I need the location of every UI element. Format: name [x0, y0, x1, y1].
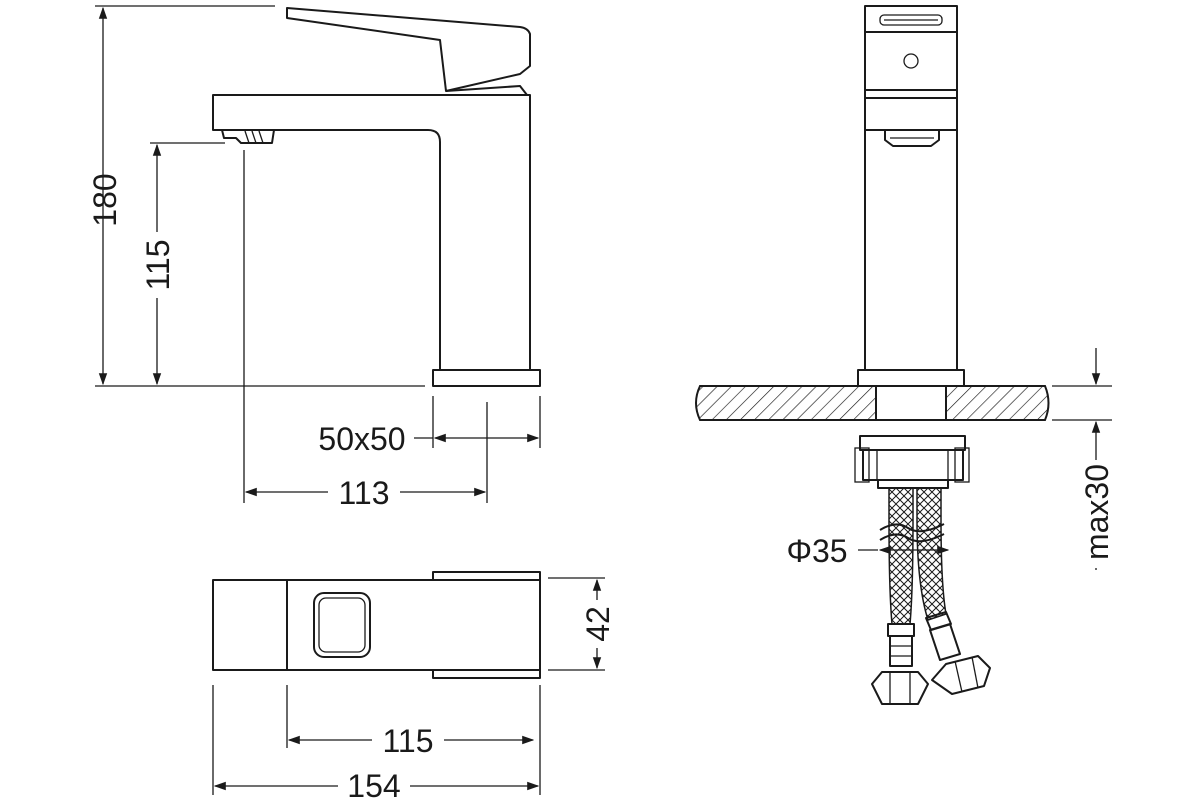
top-handle-outline	[432, 571, 541, 679]
front-view: Φ35 max30	[695, 5, 1115, 705]
front-base-plate	[857, 369, 965, 387]
dim-overall-height: 180	[87, 173, 123, 226]
base-plate	[432, 369, 541, 387]
dim-base-size: 50x50	[318, 421, 405, 457]
mounting-washer	[859, 435, 966, 451]
aerator	[221, 129, 275, 144]
handle-cartridge	[445, 85, 528, 96]
side-view: 180 115 50x50 113	[87, 5, 541, 511]
hex-nut-left	[871, 671, 929, 705]
front-column	[864, 97, 958, 371]
top-view: 42 115 154	[212, 571, 616, 800]
front-aerator	[884, 130, 940, 147]
dim-max-countertop: max30	[1079, 464, 1115, 560]
front-handle	[864, 5, 958, 91]
dim-body-length: 115	[382, 723, 433, 759]
dim-spout-height: 115	[140, 239, 176, 290]
dim-hose-diameter: Φ35	[786, 533, 847, 569]
front-handle-indicator	[903, 53, 919, 69]
dim-overall-length: 154	[347, 768, 400, 800]
countertop-section	[695, 385, 1050, 421]
top-body-outline	[212, 579, 541, 671]
supply-hoses	[871, 487, 991, 705]
handle-lever	[286, 7, 531, 92]
dim-handle-width: 42	[580, 606, 616, 642]
hex-nut-right	[931, 655, 991, 695]
top-cartridge-inner	[313, 592, 371, 658]
dim-spout-reach: 113	[338, 475, 389, 511]
